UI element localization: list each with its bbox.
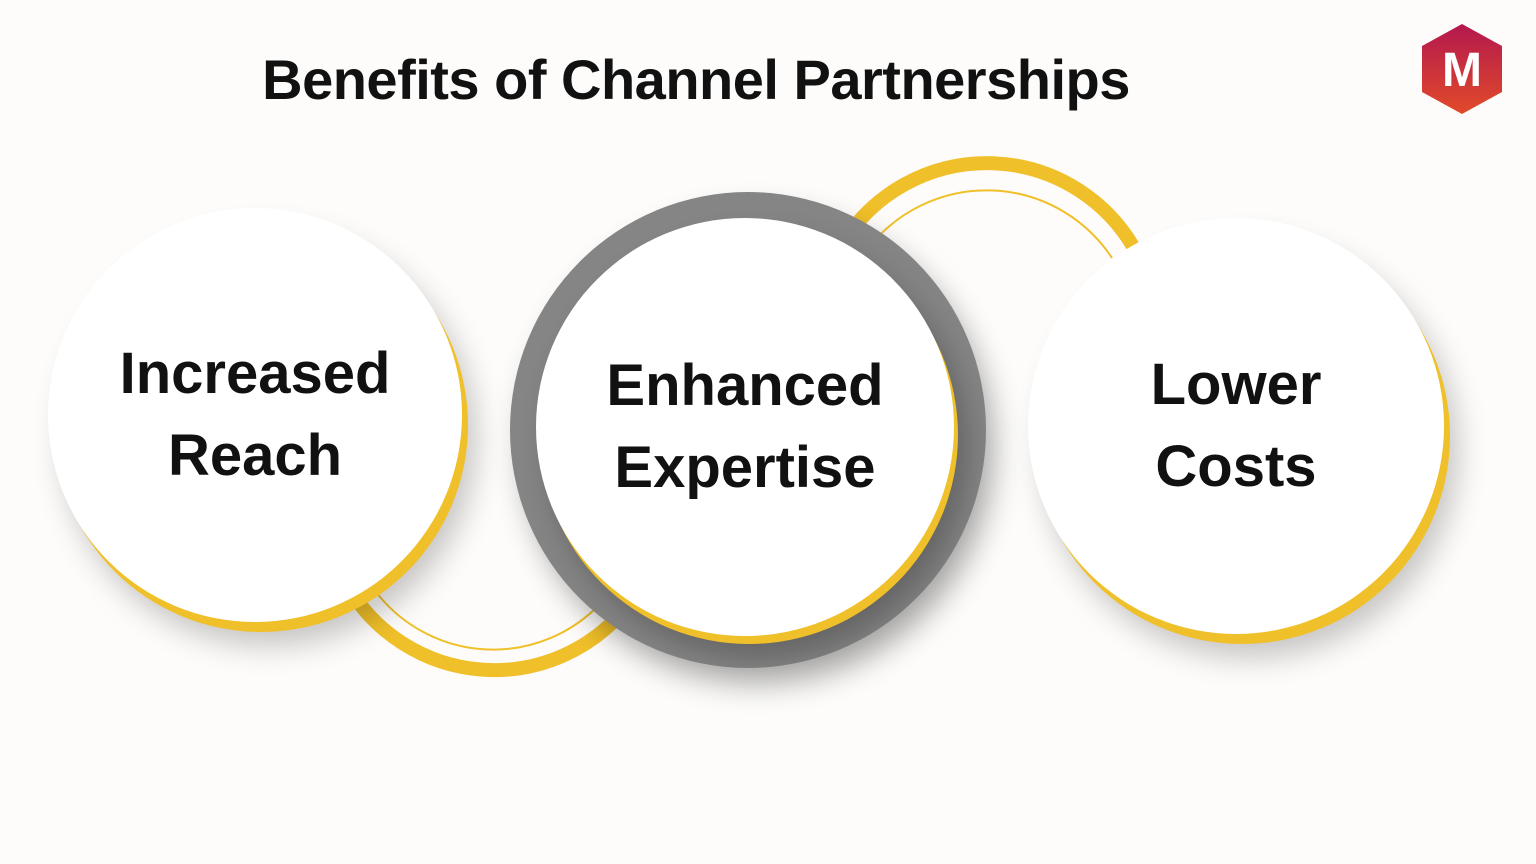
benefit-label: Lower Costs (1028, 218, 1444, 634)
logo-hexagon (1422, 24, 1502, 114)
benefit-circle-enhanced-expertise: Enhanced Expertise (536, 218, 954, 636)
logo-letter: M (1442, 44, 1482, 97)
brand-logo: M (1422, 24, 1502, 114)
benefit-label: Enhanced Expertise (536, 218, 954, 636)
benefit-label-line1: Increased (119, 341, 391, 406)
bottom-connector-arc-outer (343, 583, 631, 678)
benefit-label: Increased Reach (48, 208, 462, 622)
top-connector-arc-outer (839, 156, 1141, 255)
top-connector-arc-inner (869, 189, 1113, 259)
benefit-label-line2: Costs (1155, 434, 1317, 499)
benefit-label-line1: Lower (1150, 352, 1322, 417)
benefit-circle-lower-costs: Lower Costs (1028, 218, 1444, 634)
page-title: Benefits of Channel Partnerships (262, 48, 1130, 111)
benefit-label-line1: Enhanced (606, 353, 884, 418)
benefit-label-line2: Reach (167, 423, 343, 488)
benefit-label-line2: Expertise (614, 435, 876, 500)
benefit-circle-increased-reach: Increased Reach (48, 208, 462, 622)
bottom-connector-arc-inner (375, 591, 601, 651)
